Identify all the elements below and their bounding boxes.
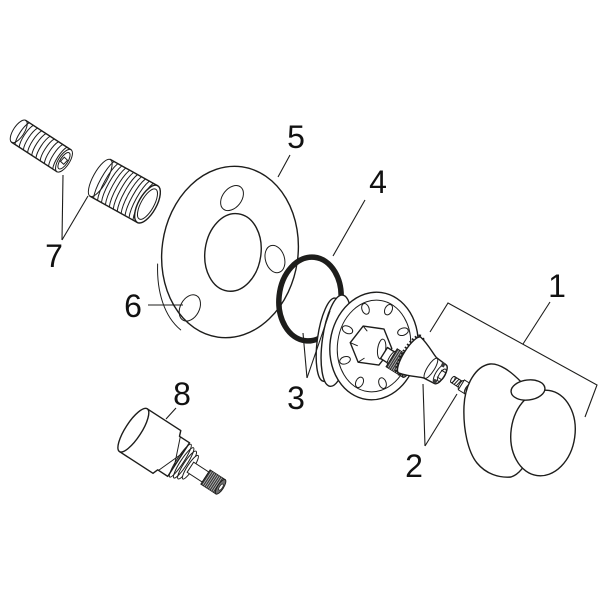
leader-3b xyxy=(306,310,331,379)
leader-2a xyxy=(422,383,426,447)
handle-knob xyxy=(463,363,576,478)
splined-adapter xyxy=(394,334,448,385)
adapter-set xyxy=(394,334,473,395)
part-label-3: 3 xyxy=(287,380,305,416)
part-label-5: 5 xyxy=(287,119,305,155)
part-label-8: 8 xyxy=(173,376,191,412)
leader-2b xyxy=(424,393,458,447)
plate-hole-top xyxy=(220,185,244,212)
handle-grip-recess xyxy=(510,379,546,401)
leader-5 xyxy=(277,154,291,178)
part-label-6: 6 xyxy=(124,288,142,324)
threaded-nipple-large xyxy=(87,158,162,224)
leader-7a xyxy=(61,174,64,241)
leader-lines xyxy=(61,154,598,447)
valve-body xyxy=(315,291,419,401)
part-label-2: 2 xyxy=(405,448,423,484)
part-label-7: 7 xyxy=(45,238,63,274)
leader-4 xyxy=(332,199,366,257)
leader-7b xyxy=(61,195,89,241)
bracket-part-1 xyxy=(429,302,598,418)
part-label-1: 1 xyxy=(548,268,566,304)
leader-3a xyxy=(302,332,308,379)
stop-cartridge xyxy=(117,407,227,495)
plate-hole-right xyxy=(264,244,286,274)
threaded-nipple-small xyxy=(9,119,73,173)
leader-1 xyxy=(522,301,551,345)
leader-8 xyxy=(165,407,177,420)
part-label-4: 4 xyxy=(369,164,387,200)
part-labels: 1 2 3 4 5 6 7 8 xyxy=(45,119,566,484)
flange-plate xyxy=(157,165,300,339)
handle-rear-face xyxy=(510,389,576,477)
plate-hole-bottom-left xyxy=(178,294,201,322)
